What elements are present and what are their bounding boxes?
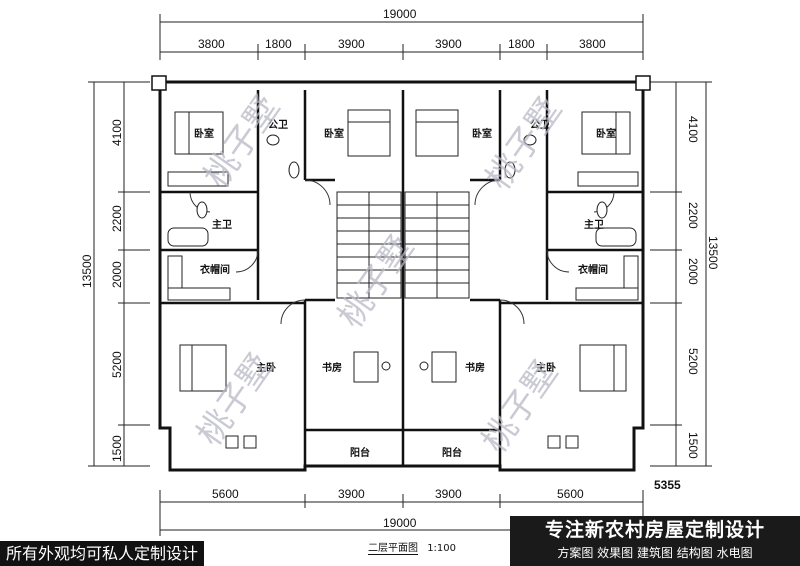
caption-title: 二层平面图 [368,543,418,555]
dim-top-3: 3900 [338,37,365,51]
room-label-closet-2: 衣帽间 [578,263,608,276]
room-label-closet-1: 衣帽间 [200,263,230,276]
dim-bottom-4: 5600 [557,487,584,501]
banner-custom-design: 所有外观均可私人定制设计 [0,541,205,566]
dim-left-1: 4100 [110,119,124,146]
dim-bottom-total: 19000 [383,516,417,530]
room-label-study-1: 书房 [322,361,342,374]
dim-top-1: 3800 [198,37,225,51]
dim-bottom-2: 3900 [338,487,365,501]
dim-right-5: 1500 [686,432,700,459]
dim-top-6: 3800 [579,37,606,51]
watermark-3: 桃子墅 [331,229,422,335]
dim-left-3: 2000 [110,261,124,288]
bed-icon [415,109,459,157]
banner-services: 专注新农村房屋定制设计 方案图 效果图 建筑图 结构图 水电图 [510,516,800,566]
drawing-tag: 5355 [654,478,681,492]
dim-top-5: 1800 [508,37,535,51]
room-label-master-bath-1: 主卫 [212,218,232,231]
top-dimensions [159,14,644,60]
dim-left-4: 5200 [110,351,124,378]
bathtub-icon [167,227,637,247]
dim-left-total: 13500 [80,254,94,288]
interior-walls [160,90,643,466]
dim-left-5: 1500 [110,435,124,462]
room-label-bedroom-2: 卧室 [324,127,344,140]
bed-icon [174,111,224,155]
dim-right-2: 2200 [686,202,700,229]
room-label-balcony-2: 阳台 [442,446,462,459]
bed-icon [579,344,627,392]
toilet-icon [196,134,608,219]
room-label-bedroom-1: 卧室 [194,127,214,140]
room-label-bedroom-3: 卧室 [472,127,492,140]
dim-top-4: 3900 [435,37,462,51]
dim-top-2: 1800 [265,37,292,51]
staircase-left [336,191,402,299]
dim-right-4: 5200 [686,348,700,375]
dim-bottom-3: 3900 [435,487,462,501]
left-dimensions [88,81,150,467]
dim-left-2: 2200 [110,205,124,232]
dim-top-total: 19000 [383,7,417,21]
staircase-right [404,191,470,299]
bed-icon [347,109,391,157]
chair-icon [225,435,579,449]
wardrobe-icon [167,171,639,301]
banner-services-list: 方案图 效果图 建筑图 结构图 水电图 [557,546,753,560]
door-swings [189,179,615,325]
banner-services-title: 专注新农村房屋定制设计 [544,519,765,541]
right-dimensions [650,81,712,467]
bed-icon [179,344,227,392]
room-label-public-bath-1: 公卫 [268,119,288,131]
room-label-public-bath-2: 公卫 [530,119,550,131]
room-label-balcony-1: 阳台 [350,446,370,459]
dim-right-total: 13500 [706,236,720,270]
room-label-master-bedroom-1: 主卧 [256,361,276,374]
dim-right-3: 2000 [686,258,700,285]
room-label-bedroom-4: 卧室 [596,127,616,140]
room-label-study-2: 书房 [465,361,485,374]
room-label-master-bedroom-2: 主卧 [536,361,556,374]
room-label-master-bath-2: 主卫 [584,218,604,231]
drawing-caption: 二层平面图 1:100 [368,539,457,555]
watermark-2: 桃子墅 [479,91,570,197]
dim-right-1: 4100 [686,116,700,143]
caption-scale: 1:100 [427,543,457,554]
bed-icon [581,111,631,155]
corner-columns [151,75,651,91]
dim-bottom-1: 5600 [212,487,239,501]
desk-icon [353,351,457,383]
